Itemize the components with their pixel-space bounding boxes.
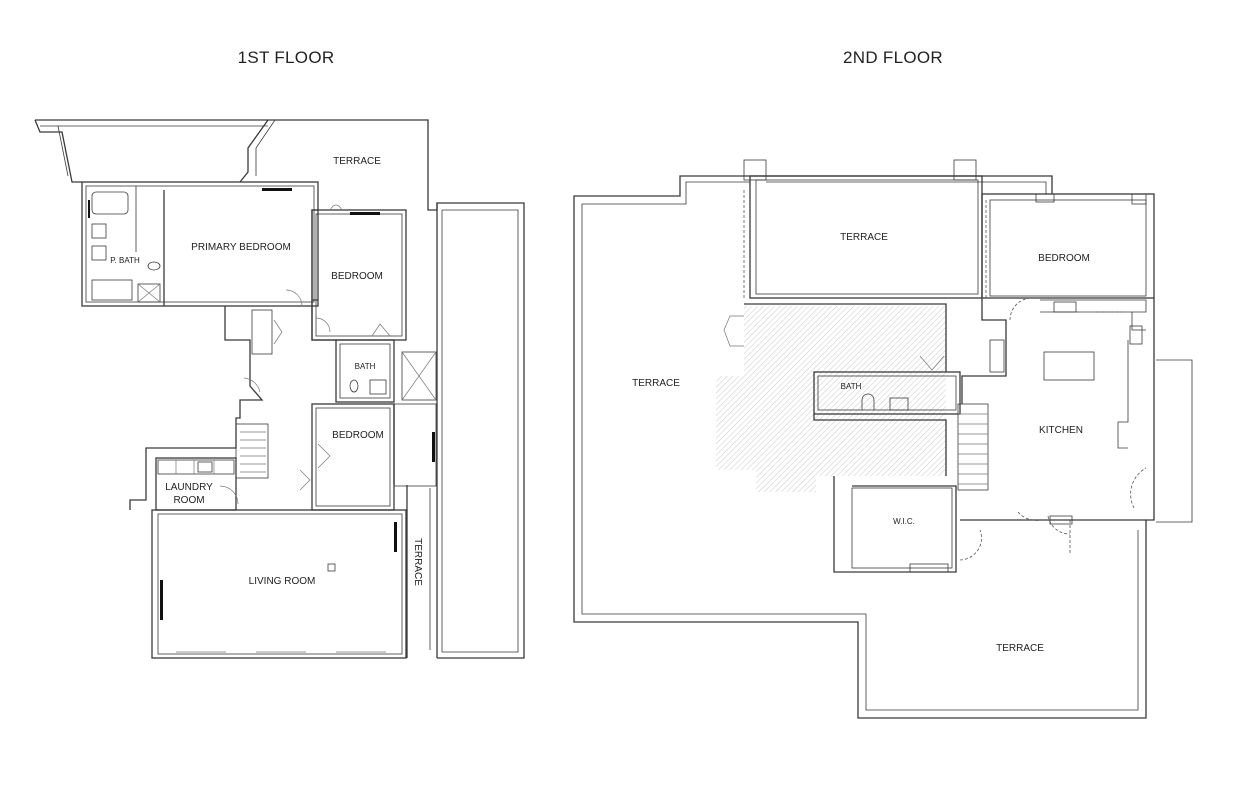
f1-primary-suite — [81, 181, 319, 307]
f2-bath-label: BATH — [841, 382, 862, 391]
f1-terrace-top-label: TERRACE — [333, 156, 381, 167]
f2-terrace-bottom-label: TERRACE — [996, 643, 1044, 654]
f2-terrace-top-label: TERRACE — [840, 232, 888, 243]
f2-stairs — [957, 403, 989, 491]
f2-terrace-left-label: TERRACE — [632, 378, 680, 389]
f1-p-bath-label: P. BATH — [110, 256, 140, 265]
f1-bedroom-a-label: BEDROOM — [331, 271, 383, 282]
f2-bedroom-label: BEDROOM — [1038, 253, 1090, 264]
f1-primary-bedroom-label: PRIMARY BEDROOM — [191, 242, 291, 253]
f2-bedroom — [981, 193, 1155, 321]
f1-living-room-label: LIVING ROOM — [249, 576, 316, 587]
f2-kitchen — [960, 298, 1193, 554]
f1-terrace-side-label: TERRACE — [412, 538, 423, 586]
f1-hall — [129, 289, 336, 510]
f2-wic-label: W.I.C. — [893, 517, 915, 526]
first-floor-title: 1ST FLOOR — [237, 48, 335, 67]
f2-terrace-outline — [573, 159, 1147, 719]
f1-terrace-top-outline — [34, 119, 437, 211]
f2-kitchen-label: KITCHEN — [1039, 425, 1083, 436]
f1-bedroom-b — [299, 403, 437, 511]
second-floor-plan — [573, 159, 1193, 719]
f1-terrace-side-outline — [406, 202, 525, 659]
f1-living-room — [151, 509, 407, 659]
f1-laundry-label-line2: ROOM — [173, 495, 204, 506]
f2-hatched-deck — [716, 303, 947, 492]
f2-bath — [813, 355, 961, 476]
f1-bedroom-b-label: BEDROOM — [332, 430, 384, 441]
second-floor-title: 2ND FLOOR — [843, 48, 943, 67]
first-floor-plan — [34, 119, 525, 659]
f2-wic — [833, 476, 982, 573]
f1-bath-label: BATH — [355, 362, 376, 371]
f1-laundry-label-line1: LAUNDRY — [165, 482, 213, 493]
f1-bath — [335, 339, 437, 403]
